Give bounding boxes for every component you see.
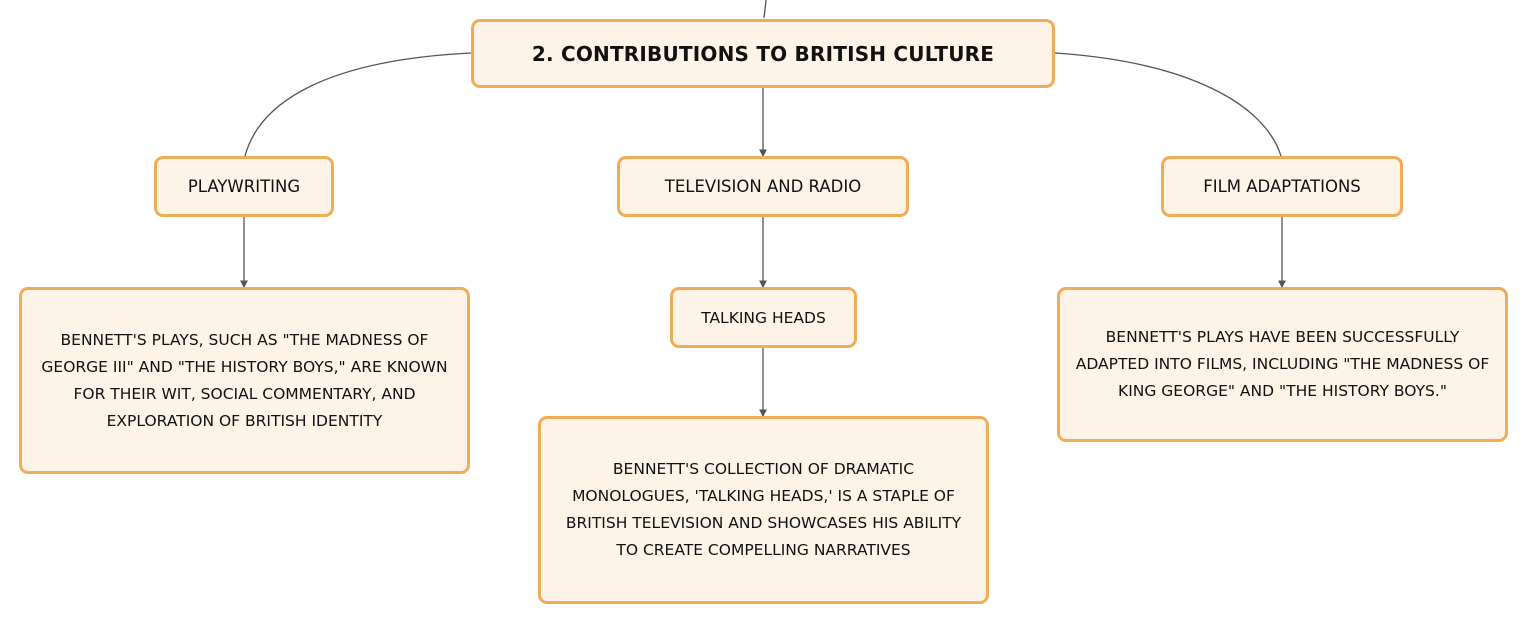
detail-text-film-adaptations: BENNETT'S PLAYS HAVE BEEN SUCCESSFULLY A…: [1075, 328, 1490, 400]
branch-label-film-adaptations: FILM ADAPTATIONS: [1203, 177, 1361, 196]
branch-node-television-and-radio[interactable]: TELEVISION AND RADIO: [617, 156, 909, 217]
branch-label-playwriting: PLAYWRITING: [187, 177, 301, 196]
detail-text-talking-heads: BENNETT'S COLLECTION OF DRAMATIC MONOLOG…: [565, 460, 962, 559]
root-label: 2. CONTRIBUTIONS TO BRITISH CULTURE: [531, 41, 995, 66]
connector-root-to-playwriting: [244, 52, 472, 157]
connector-root-to-film: [1054, 52, 1282, 157]
detail-text-playwriting: BENNETT'S PLAYS, SUCH AS "THE MADNESS OF…: [41, 330, 448, 430]
sub-node-talking-heads[interactable]: TALKING HEADS: [670, 287, 857, 348]
branch-node-playwriting[interactable]: PLAYWRITING: [154, 156, 334, 217]
detail-node-playwriting[interactable]: BENNETT'S PLAYS, SUCH AS "THE MADNESS OF…: [19, 287, 470, 474]
branch-label-television-and-radio: TELEVISION AND RADIO: [664, 177, 862, 196]
connector-from-parent: [763, 0, 767, 19]
sub-label-talking-heads: TALKING HEADS: [701, 308, 826, 327]
detail-node-film-adaptations[interactable]: BENNETT'S PLAYS HAVE BEEN SUCCESSFULLY A…: [1057, 287, 1508, 442]
branch-node-film-adaptations[interactable]: FILM ADAPTATIONS: [1161, 156, 1403, 217]
root-node[interactable]: 2. CONTRIBUTIONS TO BRITISH CULTURE: [471, 19, 1055, 88]
detail-node-talking-heads[interactable]: BENNETT'S COLLECTION OF DRAMATIC MONOLOG…: [538, 416, 989, 604]
